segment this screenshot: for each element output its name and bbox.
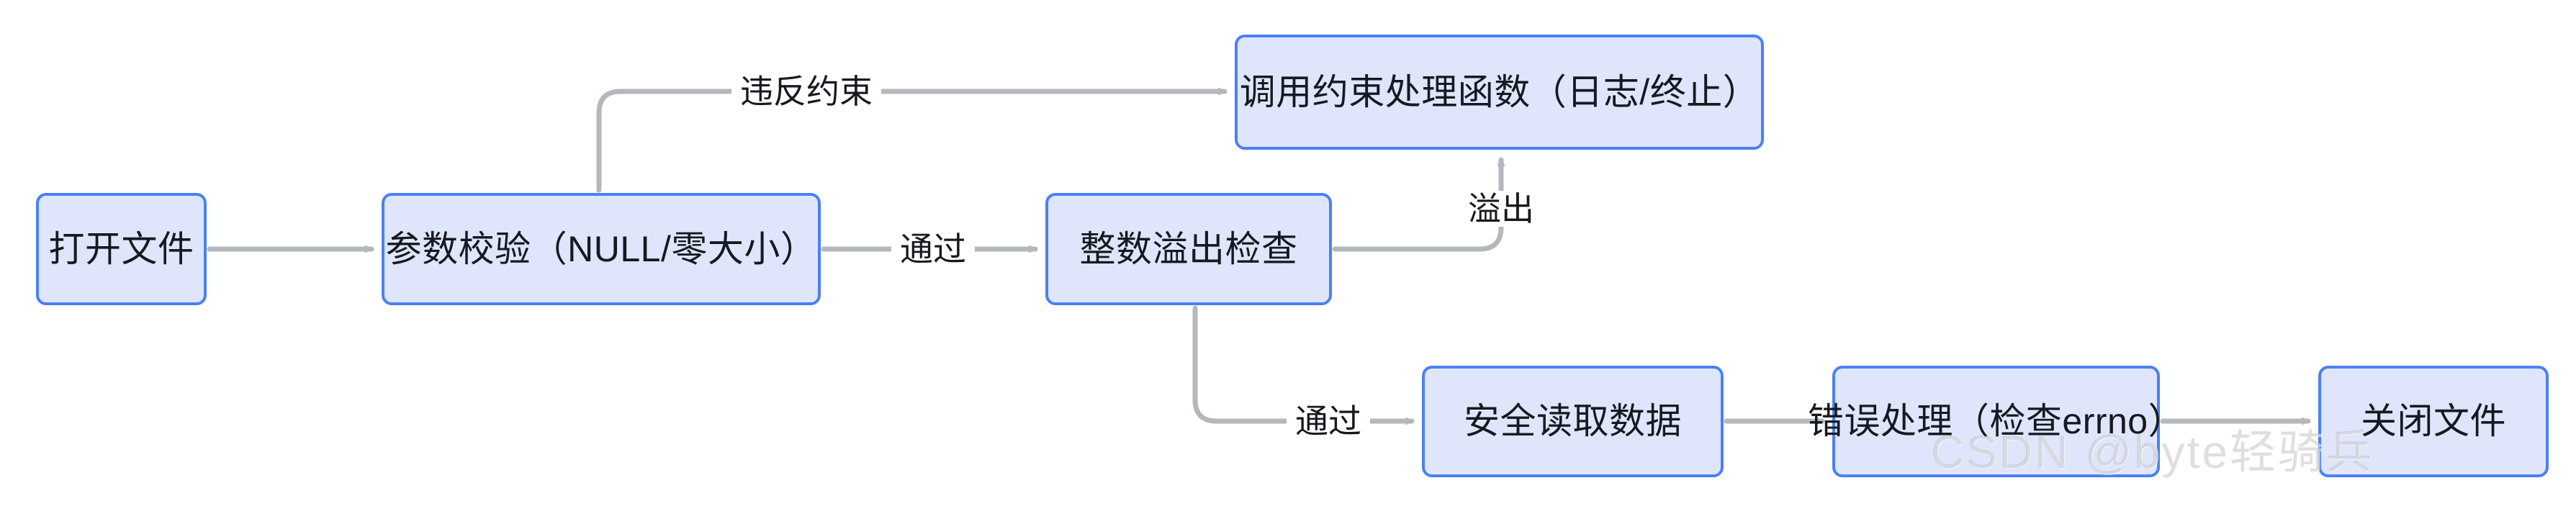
edge-label-constraint-violation: 违反约束 bbox=[731, 73, 881, 109]
edge-label-pass-to-overflow-check: 通过 bbox=[891, 231, 975, 267]
node-label: 关闭文件 bbox=[2361, 401, 2506, 441]
node-label: 打开文件 bbox=[48, 228, 194, 269]
node-open-file[interactable]: 打开文件 bbox=[36, 193, 207, 305]
edge-overflow-check-to-safe-read bbox=[1192, 305, 1415, 421]
node-constraint-handler[interactable]: 调用约束处理函数（日志/终止） bbox=[1235, 35, 1764, 150]
node-close-file[interactable]: 关闭文件 bbox=[2318, 366, 2549, 477]
edge-label-overflow: 溢出 bbox=[1459, 191, 1543, 227]
node-label: 整数溢出检查 bbox=[1079, 228, 1298, 269]
node-error-handle[interactable]: 错误处理（检查errno） bbox=[1808, 366, 2184, 477]
edge-label-pass-to-safe-read: 通过 bbox=[1287, 403, 1370, 439]
node-label: 错误处理（检查errno） bbox=[1807, 401, 2185, 441]
edge-overflow-check-to-constraint-handler bbox=[1332, 157, 1501, 252]
edge-param-check-to-constraint-handler bbox=[596, 91, 1228, 193]
node-label: 调用约束处理函数（日志/终止） bbox=[1239, 71, 1760, 112]
node-label: 安全读取数据 bbox=[1464, 401, 1682, 441]
node-label: 参数校验（NULL/零大小） bbox=[385, 228, 817, 269]
node-param-check[interactable]: 参数校验（NULL/零大小） bbox=[382, 193, 821, 305]
node-overflow-check[interactable]: 整数溢出检查 bbox=[1045, 193, 1332, 305]
node-safe-read[interactable]: 安全读取数据 bbox=[1422, 366, 1724, 477]
